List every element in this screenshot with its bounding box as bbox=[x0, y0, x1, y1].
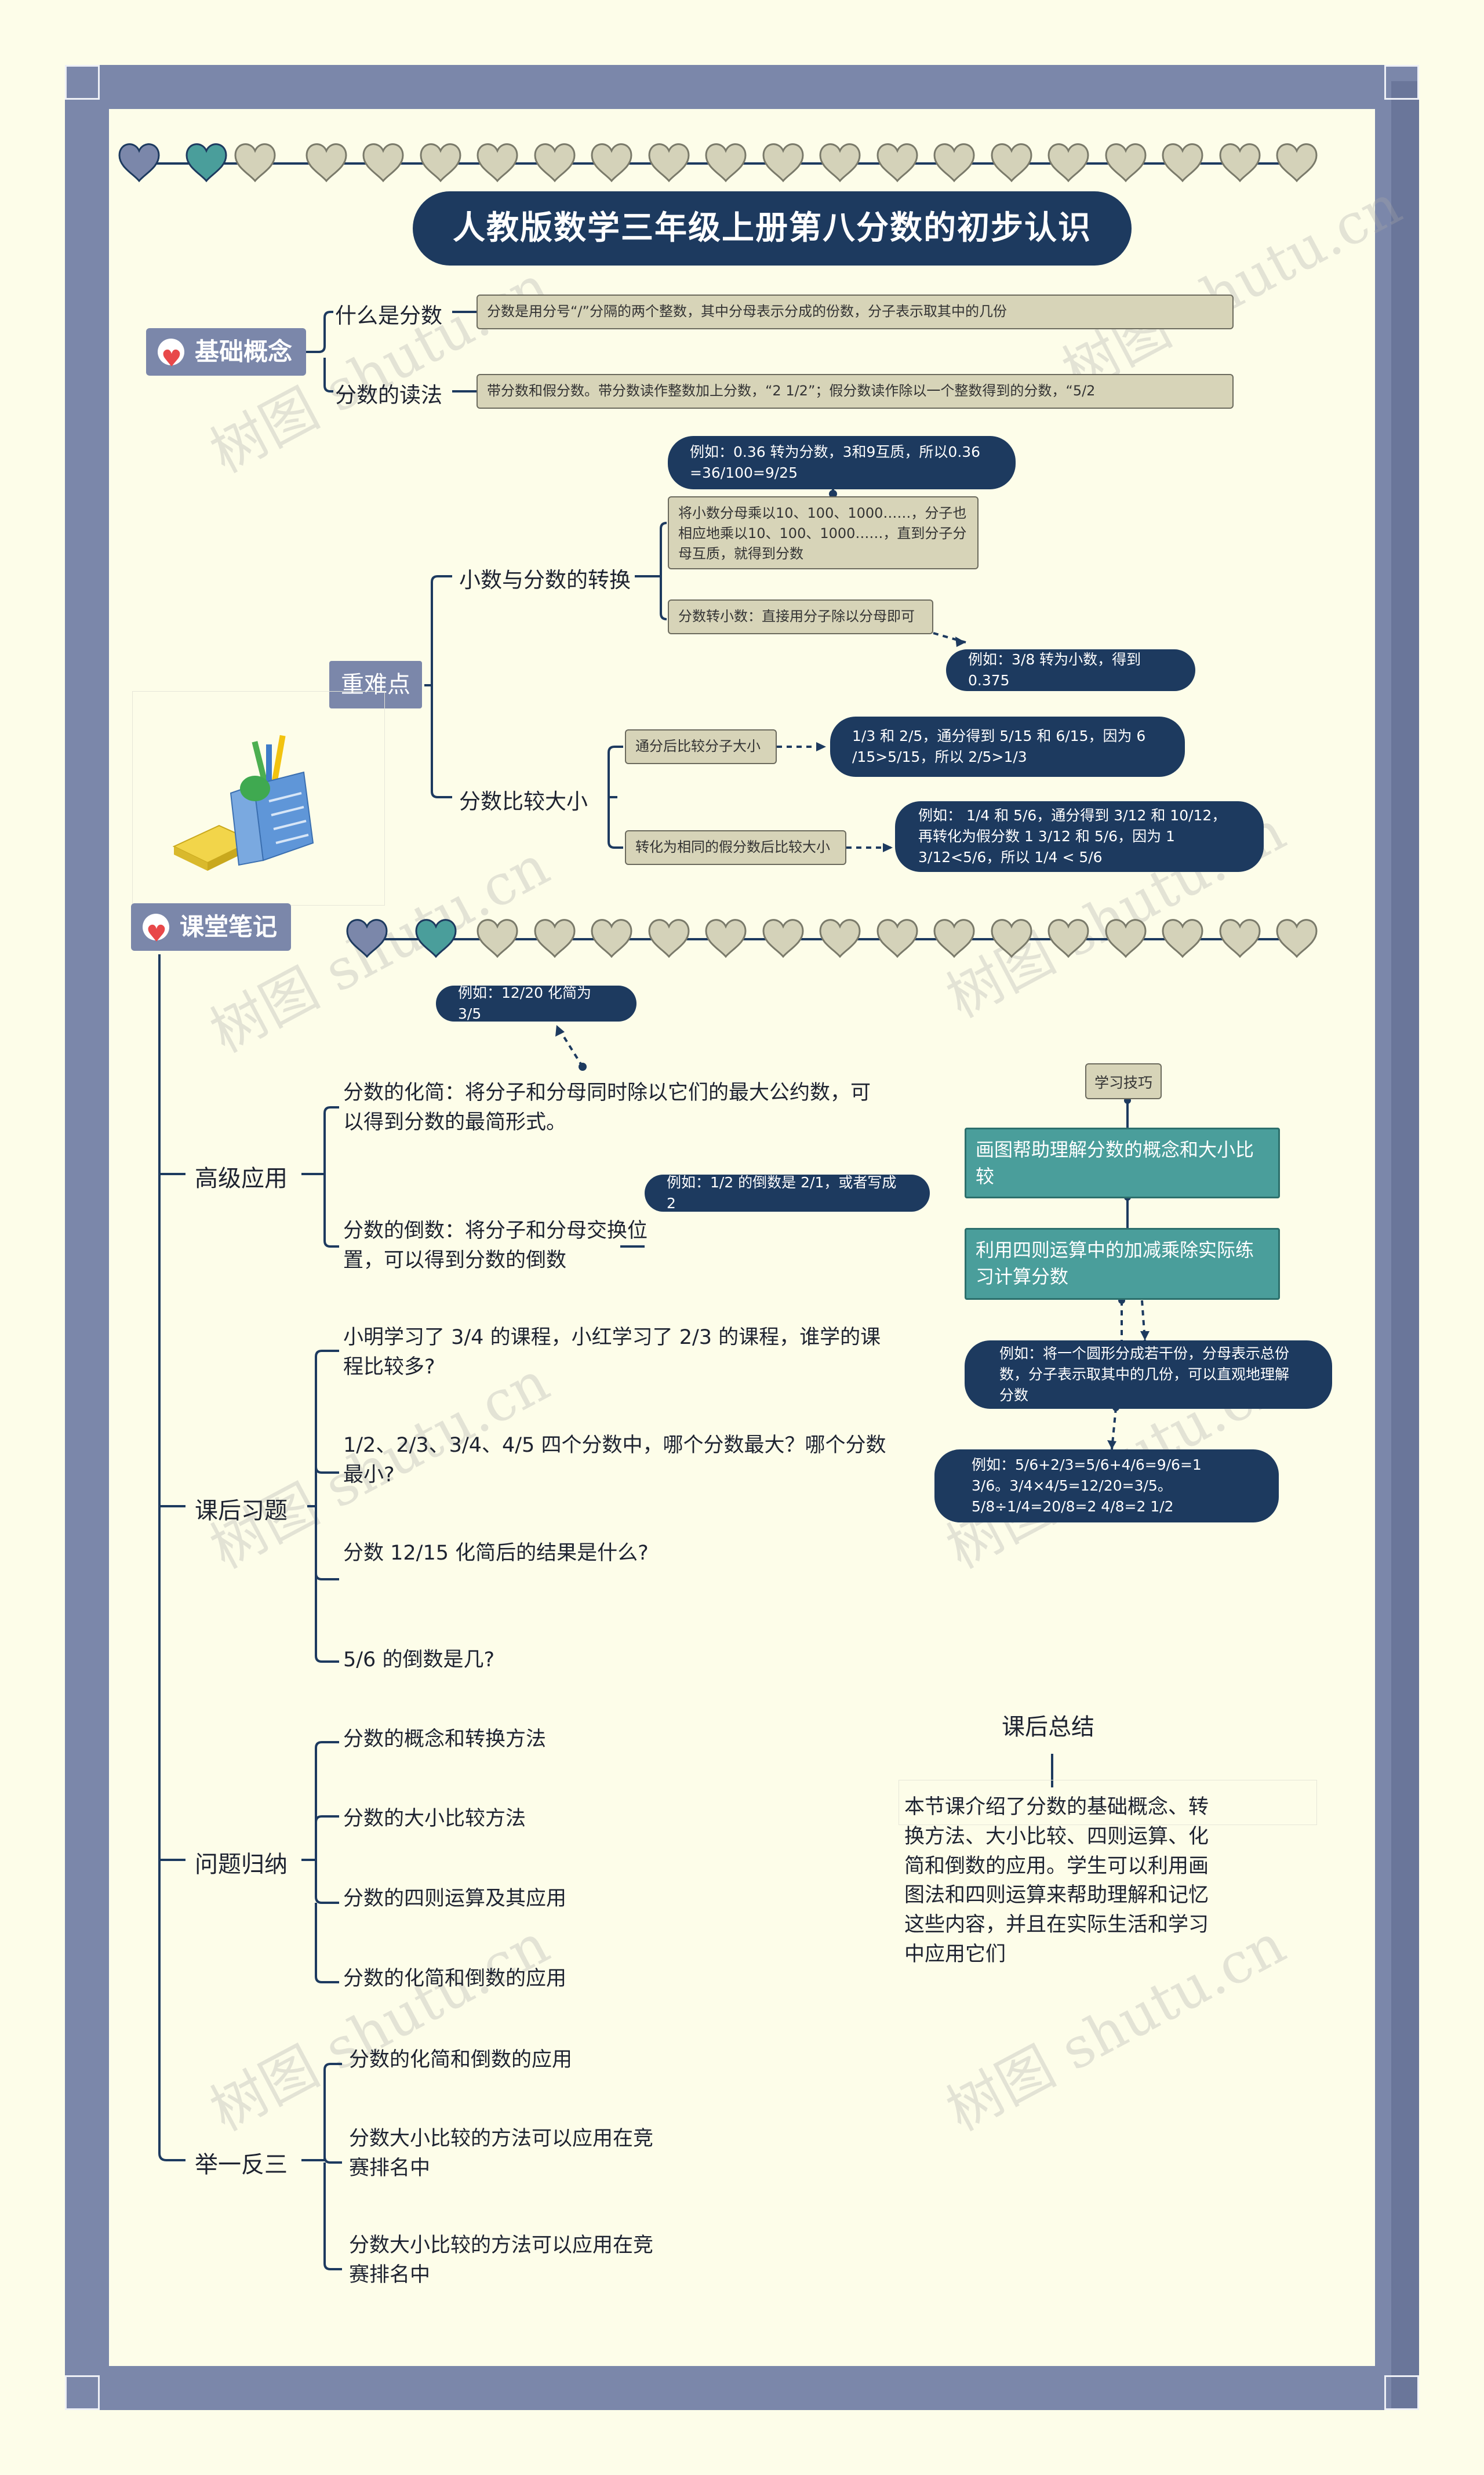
basics-note-read: 带分数和假分数。带分数读作整数加上分数，“2 1/2”；假分数读作除以一个整数得… bbox=[477, 374, 1234, 409]
compare-example-1: 1/3 和 2/5，通分得到 5/15 和 6/15，因为 6 /15>5/15… bbox=[830, 717, 1185, 777]
tip-example-1: 例如：将一个圆形分成若干份，分母表示总份数，分子表示取其中的几份，可以直观地理解… bbox=[965, 1340, 1332, 1409]
keypoints-label: 重难点 bbox=[329, 661, 422, 708]
summary-item: 分数的化简和倒数的应用 bbox=[343, 1967, 567, 1990]
after-class-text: 本节课介绍了分数的基础概念、转换方法、大小比较、四则运算、化简和倒数的应用。学生… bbox=[904, 1796, 1209, 1966]
heart-icon bbox=[158, 335, 184, 383]
pencil-blue bbox=[266, 744, 272, 793]
tip-2: 利用四则运算中的加减乘除实际练习计算分数 bbox=[965, 1228, 1280, 1300]
after-class-label: 课后总结 bbox=[1002, 1714, 1094, 1740]
conversion-example-2: 例如：3/8 转为小数，得到0.375 bbox=[946, 649, 1195, 691]
advanced-reciprocal: 分数的倒数：将分子和分母交换位置，可以得到分数的倒数 bbox=[343, 1219, 648, 1272]
frame-shadow-right bbox=[1391, 81, 1419, 2410]
advanced-simplify: 分数的化简：将分子和分母同时除以它们的最大公约数，可以得到分数的最简形式。 bbox=[343, 1081, 871, 1134]
extend-item: 分数大小比较的方法可以应用在竞赛排名中 bbox=[349, 2234, 654, 2287]
notes-label: 课堂笔记 bbox=[131, 903, 292, 958]
basics-label-text: 基础概念 bbox=[195, 337, 293, 366]
compare-method-1: 通分后比较分子大小 bbox=[625, 729, 777, 764]
summary-item: 分数的四则运算及其应用 bbox=[343, 1887, 567, 1910]
frame-top bbox=[65, 65, 1419, 109]
extend-item: 分数大小比较的方法可以应用在竞赛排名中 bbox=[349, 2127, 654, 2180]
basics-label: 基础概念 bbox=[146, 328, 307, 383]
advanced-reciprocal-example: 例如：1/2 的倒数是 2/1，或者写成 2 bbox=[645, 1174, 930, 1212]
notes-label-text: 课堂笔记 bbox=[180, 913, 278, 941]
frame-corner-tr bbox=[1384, 65, 1419, 100]
summary-item: 分数的概念和转换方法 bbox=[343, 1728, 547, 1751]
frame-left bbox=[65, 65, 109, 2410]
summary-label: 问题归纳 bbox=[195, 1851, 288, 1878]
frame-corner-bl bbox=[65, 2375, 100, 2410]
advanced-simplify-example: 例如：12/20 化简为 3/5 bbox=[436, 984, 636, 1022]
after-class-divider bbox=[899, 1780, 1317, 1825]
conversion-method-1: 将小数分母乘以10、100、1000……，分子也相应地乘以10、100、1000… bbox=[668, 496, 979, 569]
exercises-label: 课后习题 bbox=[195, 1498, 288, 1524]
frame-corner-br bbox=[1384, 2375, 1419, 2410]
basics-note-what: 分数是用分号“/”分隔的两个整数，其中分母表示分成的份数，分子表示取其中的几份 bbox=[477, 295, 1234, 329]
conversion-label: 小数与分数的转换 bbox=[459, 568, 631, 593]
heart-icon bbox=[143, 910, 169, 958]
exercise-item: 小明学习了 3/4 的课程，小红学习了 2/3 的课程，谁学的课程比较多? bbox=[343, 1326, 881, 1379]
frame-bottom bbox=[65, 2366, 1419, 2410]
conversion-example-1: 例如：0.36 转为分数，3和9互质，所以0.36 =36/100=9/25 bbox=[668, 436, 1016, 489]
exercise-item: 1/2、2/3、3/4、4/5 四个分数中，哪个分数最大？哪个分数最小? bbox=[343, 1434, 886, 1487]
pencil-yellow bbox=[270, 735, 286, 794]
tip-example-2: 例如：5/6+2/3=5/6+4/6=9/6=1 3/6。3/4×4/5=12/… bbox=[934, 1449, 1279, 1522]
exercise-item: 5/6 的倒数是几? bbox=[343, 1648, 495, 1671]
heart-row-middle bbox=[346, 919, 1318, 958]
extend-label: 举一反三 bbox=[195, 2151, 288, 2178]
basics-item-read: 分数的读法 bbox=[335, 383, 442, 408]
page-title: 人教版数学三年级上册第八分数的初步认识 bbox=[413, 191, 1132, 266]
compare-label: 分数比较大小 bbox=[459, 789, 588, 814]
conversion-method-2: 分数转小数：直接用分子除以分母即可 bbox=[668, 599, 933, 634]
exercise-item: 分数 12/15 化简后的结果是什么? bbox=[343, 1542, 649, 1565]
stationery-illustration bbox=[132, 691, 385, 906]
compare-method-2: 转化为相同的假分数后比较大小 bbox=[625, 830, 846, 865]
extend-item: 分数的化简和倒数的应用 bbox=[349, 2048, 573, 2071]
frame-corner-tl bbox=[65, 65, 100, 100]
advanced-label: 高级应用 bbox=[195, 1165, 288, 1192]
summary-item: 分数的大小比较方法 bbox=[343, 1807, 526, 1830]
basics-item-what: 什么是分数 bbox=[335, 303, 442, 328]
tip-1: 画图帮助理解分数的概念和大小比较 bbox=[965, 1128, 1280, 1198]
heart-row-top bbox=[118, 143, 1318, 182]
compare-example-2: 例如： 1/4 和 5/6，通分得到 3/12 和 10/12，再转化为假分数 … bbox=[895, 801, 1264, 872]
tips-label: 学习技巧 bbox=[1085, 1063, 1162, 1099]
